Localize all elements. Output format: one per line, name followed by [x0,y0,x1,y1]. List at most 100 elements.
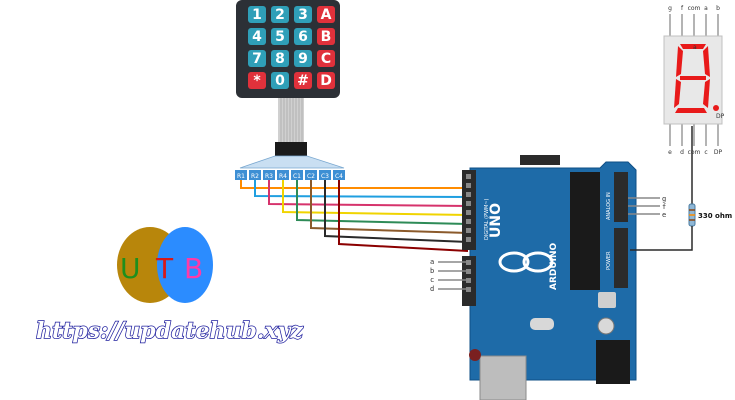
digital-label-c: c [430,276,434,284]
digital-label-a: a [430,258,434,266]
analog-label-wires [628,197,660,215]
keypad-pin-c4: C4 [333,170,345,180]
analog-label-f: f [662,203,666,211]
logo-letter-t: T [155,252,174,285]
board-name: UNO [488,203,504,238]
wire-5 [296,180,469,225]
board-brand: ARDUINO [549,242,559,290]
key-4[interactable]: 4 [248,28,266,45]
key-label: 6 [298,29,308,45]
key-1[interactable]: 1 [248,6,266,23]
key-label: 2 [275,7,285,23]
key-label: B [321,29,332,45]
key-label: 0 [275,73,285,89]
key-label: D [320,73,332,89]
key-9[interactable]: 9 [294,50,312,67]
reset-button[interactable] [469,349,481,361]
wire-7 [324,180,469,243]
wire-6 [310,180,469,234]
wire-3 [268,180,469,207]
key-label: 9 [298,51,308,67]
key-label: 5 [275,29,285,45]
seg-top-label: f [681,5,684,12]
power-section-label: POWER [606,251,612,270]
seg-top-label: g [668,5,672,12]
key-hash[interactable]: # [294,72,312,89]
key-star[interactable]: * [248,72,266,89]
seg-bottom-label: e [668,149,672,156]
key-7[interactable]: 7 [248,50,266,67]
seg-top-label: a [704,5,708,12]
keypad-pin-r3: R3 [263,170,275,180]
logo-letter-b: B [184,252,203,285]
key-label: * [253,73,261,89]
wire-2 [254,180,469,198]
usb-port [479,355,527,400]
key-6[interactable]: 6 [294,28,312,45]
analog-label-e: e [662,211,666,219]
seg-top-label: b [716,5,720,12]
pin-label: R3 [265,173,273,180]
key-label: C [321,51,331,67]
digit-segments [674,44,719,113]
resistor-330 [630,126,696,251]
keypad-pin-c2: C2 [305,170,317,180]
seg-bottom-label: d [680,149,684,156]
seg-bottom-label: DP [714,149,723,156]
wire-8 [338,180,469,252]
pin-label: R4 [279,173,287,180]
power-jack [596,340,630,384]
key-D[interactable]: D [317,72,335,89]
key-A[interactable]: A [317,6,335,23]
utb-logo: U T B [117,227,213,303]
seg-bottom-label: com [688,149,701,156]
pin-label: C2 [307,173,315,180]
key-3[interactable]: 3 [294,6,312,23]
atmega-chip [570,172,600,290]
key-2[interactable]: 2 [271,6,289,23]
digital-label-b: b [430,267,434,275]
analog-header [614,172,628,222]
seg-dp-label: DP [716,113,725,120]
key-label: 7 [252,51,262,67]
key-0[interactable]: 0 [271,72,289,89]
keypad-pin-r2: R2 [249,170,261,180]
keypad-pin-c3: C3 [319,170,331,180]
seg-top-label: com [688,5,701,12]
key-label: 4 [252,29,262,45]
keypad-pin-r1: R1 [235,170,247,180]
crystal [530,318,554,330]
icsp-header [520,155,560,165]
pin-label: R2 [251,173,259,180]
pin-label: C3 [321,173,329,180]
key-label: 3 [298,7,308,23]
keypad-wires [240,180,469,252]
seg-a-label: a [693,44,697,51]
key-C[interactable]: C [317,50,335,67]
resistor-label: 330 ohm [698,212,732,220]
key-5[interactable]: 5 [271,28,289,45]
digital-label-d: d [430,285,434,293]
analog-labels: gfe [662,195,666,219]
site-url[interactable]: https://updatehub.xyz [35,317,304,345]
analog-label-g: g [662,195,666,203]
pin-label: C1 [293,173,301,180]
logo-letter-u: U [120,252,141,285]
wire-1 [240,180,468,189]
digital-section-label: DIGITAL (PWM~) [484,198,490,240]
key-label: # [297,73,309,89]
key-8[interactable]: 8 [271,50,289,67]
arduino-uno-board: UNO ARDUINO DIGITAL (PWM~) ANALOG IN POW… [462,155,637,400]
pin-label: C4 [335,173,343,180]
key-label: 8 [275,51,285,67]
key-B[interactable]: B [317,28,335,45]
power-header [614,228,628,288]
capacitor-2 [597,317,615,335]
analog-section-label: ANALOG IN [606,192,612,220]
capacitor [598,292,616,308]
key-label: A [321,7,332,23]
